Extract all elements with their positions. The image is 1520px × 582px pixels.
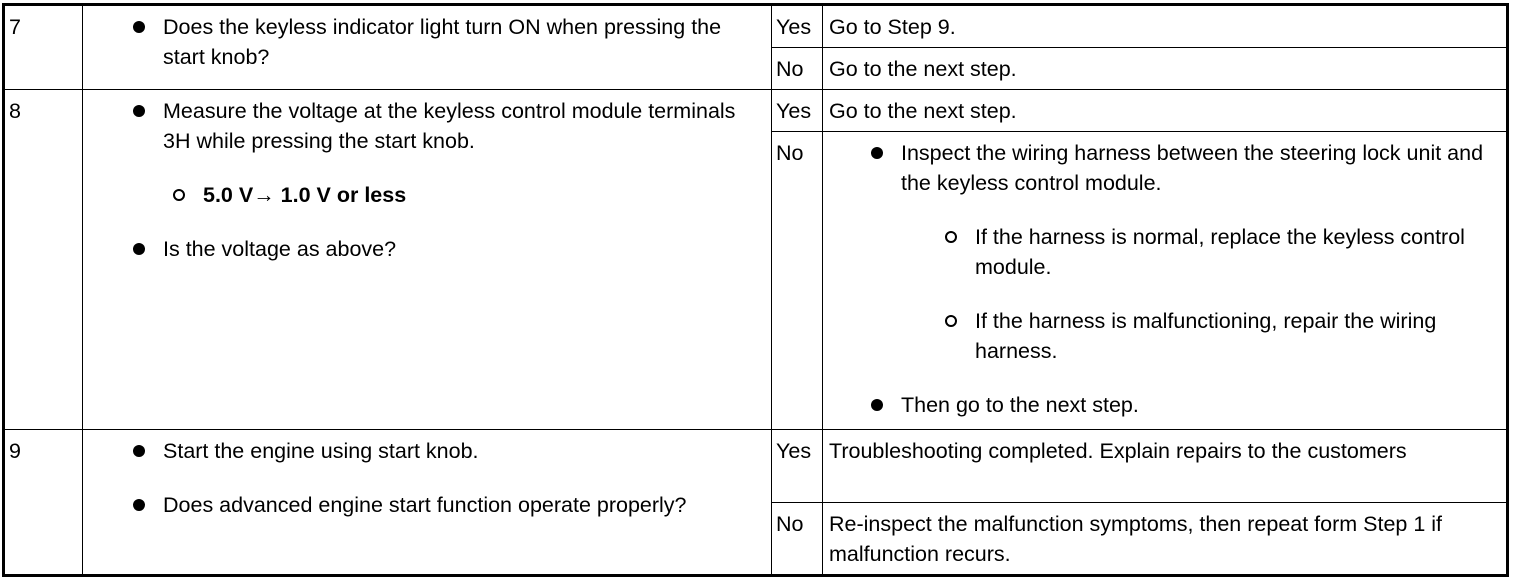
inspection-cell: Measure the voltage at the keyless contr… (82, 89, 772, 431)
step-number: 9 (4, 429, 83, 575)
bullet-item: Is the voltage as above? (131, 234, 751, 264)
yes-label: Yes (771, 4, 823, 49)
troubleshooting-table: 7 Does the keyless indicator light turn … (2, 3, 1509, 577)
bullet-item: Start the engine using start knob. (131, 436, 751, 466)
yes-label: Yes (771, 89, 823, 133)
yes-label: Yes (771, 429, 823, 503)
step-number: 8 (4, 89, 83, 431)
table-row: 9 Start the engine using start knob. Doe… (4, 429, 1507, 575)
step-number: 7 (4, 4, 83, 91)
no-action: Re-inspect the malfunction symptoms, the… (822, 501, 1507, 576)
bullet-item: Measure the voltage at the keyless contr… (131, 96, 751, 156)
table-row: No Go to the next step. (5, 47, 1507, 91)
table-row: 8 Measure the voltage at the keyless con… (4, 89, 1507, 431)
spec-value: 5.0 V→ 1.0 V or less (171, 180, 751, 210)
yes-action: Go to Step 9. (822, 4, 1507, 49)
sub-bullet-item: If the harness is normal, replace the ke… (943, 222, 1486, 282)
bullet-item: Inspect the wiring harness between the s… (869, 138, 1486, 198)
bullet-item: Does advanced engine start function oper… (131, 490, 751, 520)
yes-action: Go to the next step. (822, 89, 1507, 133)
yes-action: Troubleshooting completed. Explain repai… (822, 429, 1507, 503)
no-label: No (771, 47, 823, 91)
no-label: No (771, 501, 823, 576)
inspection-cell: Does the keyless indicator light turn ON… (82, 4, 772, 91)
inspection-cell: Start the engine using start knob. Does … (82, 429, 772, 575)
no-action: Go to the next step. (822, 47, 1507, 91)
sub-bullet-item: If the harness is malfunctioning, repair… (943, 306, 1486, 366)
bullet-item: Does the keyless indicator light turn ON… (131, 12, 751, 72)
no-label: No (771, 131, 823, 431)
no-action: Inspect the wiring harness between the s… (822, 131, 1507, 431)
table-row: 7 Does the keyless indicator light turn … (4, 4, 1507, 91)
bullet-item: Then go to the next step. (869, 390, 1486, 420)
table-row: No Re-inspect the malfunction symptoms, … (5, 501, 1507, 576)
